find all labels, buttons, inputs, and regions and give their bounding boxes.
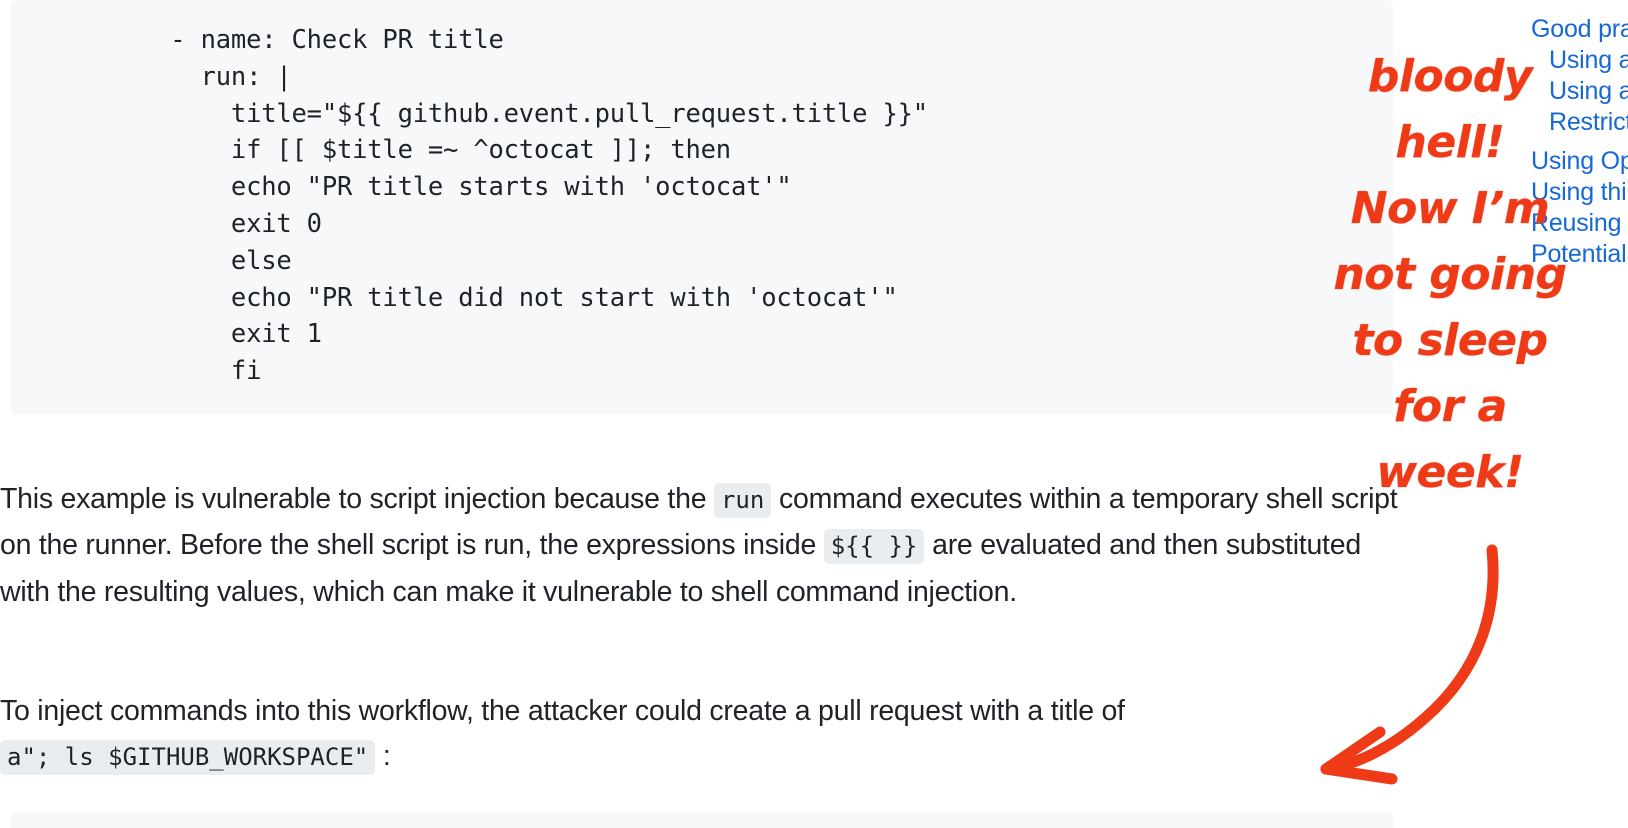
code-block-workflow-text: - name: Check PR title run: | title="${{… [170,25,928,387]
inline-code-expression: ${{ }} [823,529,925,565]
sidebar-divider-gap [1531,138,1628,146]
article-content: - name: Check PR title run: | title="${{… [0,0,1400,828]
sidebar-link-intermediate-env-var[interactable]: Using an intermediate environment variab… [1549,77,1628,105]
inline-code-attack-title: a"; ls $GITHUB_WORKSPACE" [0,740,376,776]
paragraph-inject-commands: To inject commands into this workflow, t… [0,689,1400,782]
paragraph-1-part-3: are evaluated and then substituted with … [0,529,1361,609]
paragraph-1-part-2: command executes within a temporary shel… [0,482,1398,562]
sidebar-link-third-party-actions[interactable]: Using third-party actions [1531,178,1628,206]
paragraph-2-part-2: : [375,740,391,773]
sidebar-link-compromised-runner[interactable]: Potential impact of a compromised runner [1531,240,1628,268]
paragraph-script-injection-explanation: This example is vulnerable to script inj… [0,477,1400,616]
sidebar-link-reusing-workflows[interactable]: Reusing third-party workflows [1531,209,1628,237]
code-block-attack-example[interactable] [10,812,1393,828]
sidebar-link-good-practices[interactable]: Good practices for preventing script inj… [1531,15,1628,43]
sidebar-table-of-contents: Good practices for preventing script inj… [1443,0,1628,828]
sidebar-link-list: Good practices for preventing script inj… [1531,14,1628,270]
inline-code-run: run [713,482,772,518]
sidebar-link-restricting-permissions[interactable]: Restricting permissions for tokens [1549,108,1628,136]
code-block-vulnerable-workflow[interactable]: - name: Check PR title run: | title="${{… [10,0,1393,415]
sidebar-link-openid-connect[interactable]: Using OpenID Connect to access cloud res… [1531,147,1628,175]
paragraph-2-part-1: To inject commands into this workflow, t… [0,694,1125,727]
sidebar-link-using-an-action[interactable]: Using an action instead of an inline scr… [1549,46,1628,74]
paragraph-1-part-1: This example is vulnerable to script inj… [0,482,714,515]
